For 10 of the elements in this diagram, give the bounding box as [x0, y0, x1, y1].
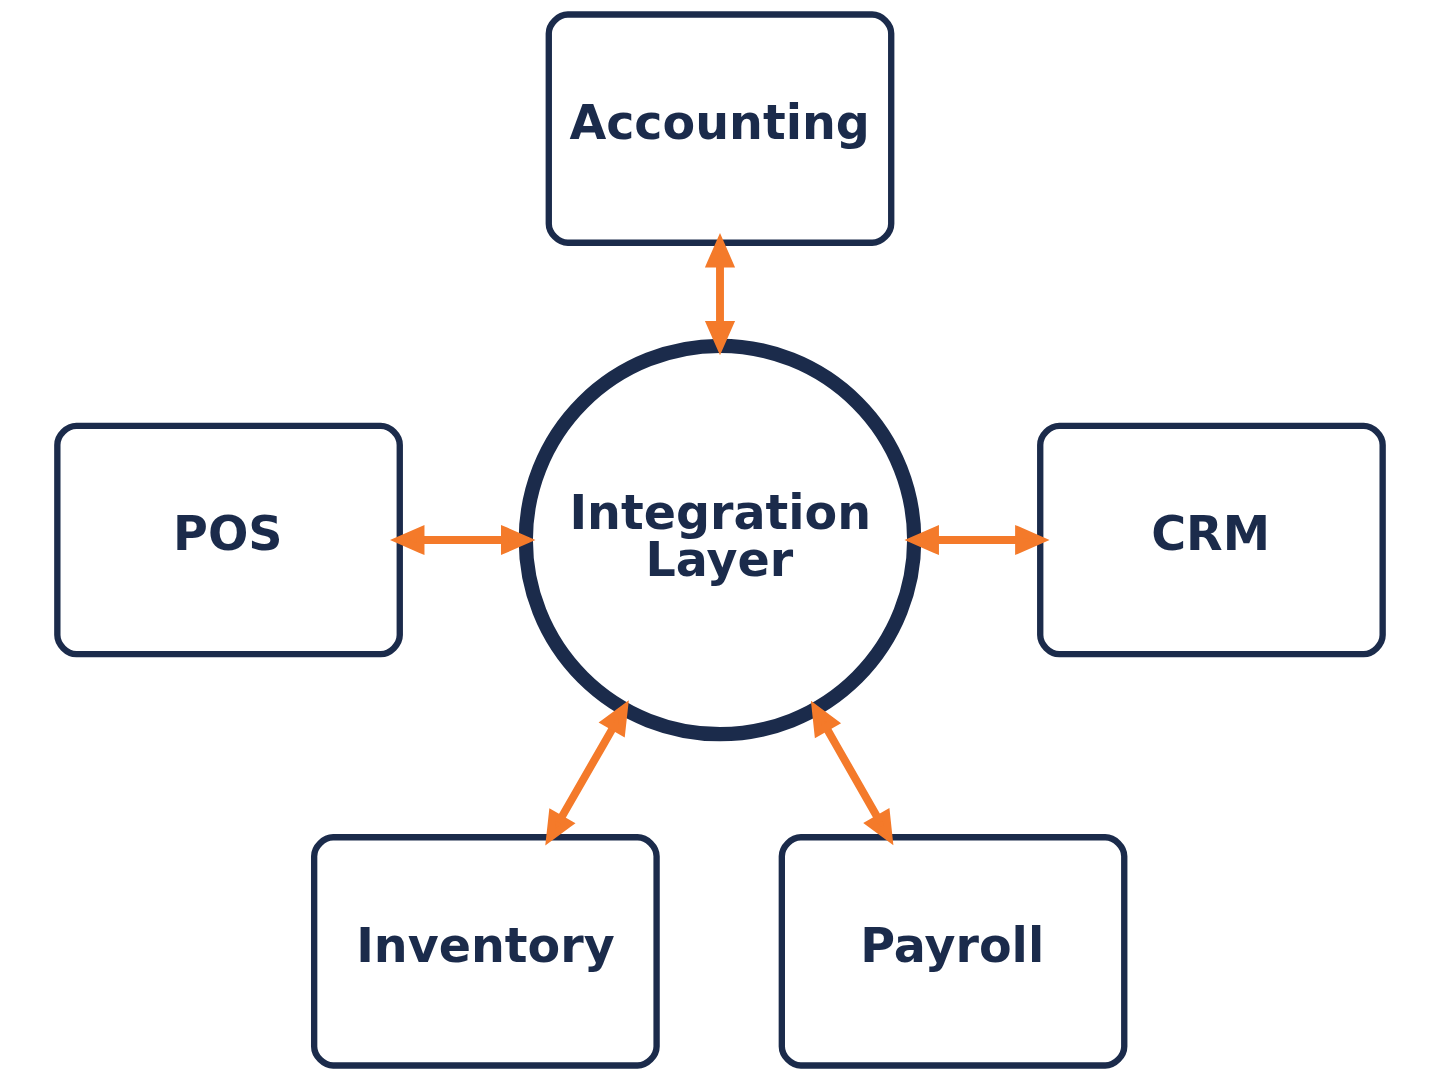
arrow [704, 232, 736, 356]
node-box: Accounting [545, 11, 895, 246]
arrow [390, 524, 536, 556]
node-box: POS [54, 422, 403, 658]
arrow [545, 700, 629, 846]
node-box: Payroll [778, 834, 1128, 1069]
arrow [904, 524, 1050, 556]
node-box: Inventory [311, 834, 660, 1069]
node-box: CRM [1037, 422, 1386, 658]
arrow [810, 700, 894, 846]
